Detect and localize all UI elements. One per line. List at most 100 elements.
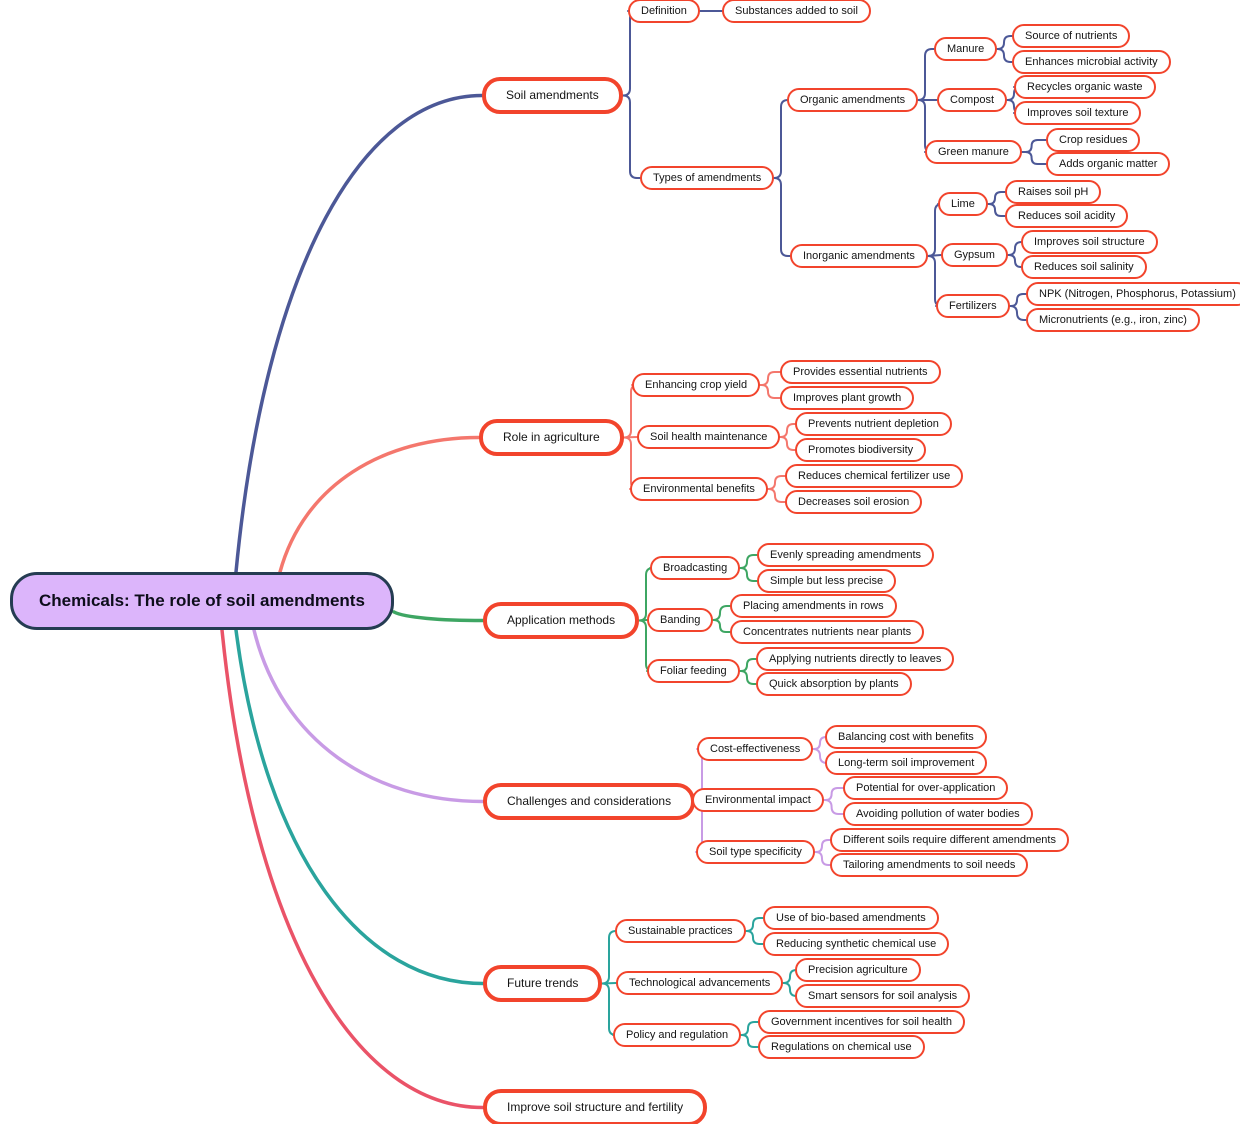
edge-future-trends-sustainable-practices [601, 930, 617, 985]
node-central-topic[interactable]: Chemicals: The role of soil amendments [10, 572, 394, 630]
node-evenly-spreading-amendments[interactable]: Evenly spreading amendments [757, 543, 935, 567]
node-foliar-feeding[interactable]: Foliar feeding [647, 659, 740, 683]
node-tailoring-amendments-to-soil-needs[interactable]: Tailoring amendments to soil needs [830, 853, 1029, 877]
node-application-methods[interactable]: Application methods [483, 602, 640, 639]
edge-soil-amendments-reduces-soil-acidity [987, 203, 1006, 217]
node-smart-sensors-for-soil-analysis[interactable]: Smart sensors for soil analysis [795, 984, 971, 1008]
node-prevents-nutrient-depletion[interactable]: Prevents nutrient depletion [795, 412, 952, 436]
node-simple-but-less-precise[interactable]: Simple but less precise [757, 569, 897, 593]
edge-soil-amendments-source-of-nutrients [996, 35, 1013, 50]
node-promotes-biodiversity[interactable]: Promotes biodiversity [795, 438, 927, 462]
node-green-manure[interactable]: Green manure [925, 140, 1022, 164]
node-technological-advancements[interactable]: Technological advancements [616, 971, 784, 995]
node-regulations-on-chemical-use[interactable]: Regulations on chemical use [758, 1035, 925, 1059]
edge-soil-amendments-improves-soil-structure [1007, 241, 1022, 256]
node-government-incentives-for-soil-health[interactable]: Government incentives for soil health [758, 1010, 965, 1034]
node-long-term-soil-improvement[interactable]: Long-term soil improvement [825, 751, 988, 775]
node-broadcasting[interactable]: Broadcasting [650, 556, 741, 580]
node-different-soils-require-different-amendments[interactable]: Different soils require different amendm… [830, 828, 1069, 852]
edge-future-trends-reducing-synthetic-chemical-use [745, 930, 764, 945]
edge-role-in-agriculture-provides-essential-nutrients [759, 371, 781, 386]
node-definition[interactable]: Definition [628, 0, 700, 23]
node-source-of-nutrients[interactable]: Source of nutrients [1012, 24, 1131, 48]
node-banding[interactable]: Banding [647, 608, 714, 632]
node-quick-absorption-by-plants[interactable]: Quick absorption by plants [756, 672, 912, 696]
node-enhances-microbial-activity[interactable]: Enhances microbial activity [1012, 50, 1171, 74]
edge-application-methods-banding [638, 619, 648, 622]
node-adds-organic-matter[interactable]: Adds organic matter [1046, 152, 1171, 176]
edge-future-trends-policy-and-regulation [601, 982, 617, 1036]
edge-soil-amendments-definition [622, 10, 638, 97]
node-environmental-benefits[interactable]: Environmental benefits [630, 477, 768, 501]
node-placing-amendments-in-rows[interactable]: Placing amendments in rows [730, 594, 897, 618]
edge-challenges-and-considerations-tailoring-amendments-to-soil-needs [814, 851, 831, 866]
node-use-of-bio-based-amendments[interactable]: Use of bio-based amendments [763, 906, 939, 930]
node-lime[interactable]: Lime [938, 192, 988, 216]
edge-main-future-trends [234, 628, 485, 986]
node-raises-soil-ph[interactable]: Raises soil pH [1005, 180, 1102, 204]
node-enhancing-crop-yield[interactable]: Enhancing crop yield [632, 373, 761, 397]
node-organic-amendments[interactable]: Organic amendments [787, 88, 919, 112]
node-reduces-soil-salinity[interactable]: Reduces soil salinity [1021, 255, 1147, 279]
node-types-of-amendments[interactable]: Types of amendments [640, 166, 775, 190]
edge-role-in-agriculture-improves-plant-growth [759, 384, 781, 399]
edge-challenges-and-considerations-avoiding-pollution-of-water-bodies [823, 799, 844, 815]
edge-soil-amendments-manure [917, 48, 935, 101]
node-soil-type-specificity[interactable]: Soil type specificity [696, 840, 815, 864]
edge-soil-amendments-crop-residues [1021, 139, 1047, 153]
edge-future-trends-government-incentives-for-soil-health [740, 1021, 759, 1036]
node-challenges-and-considerations[interactable]: Challenges and considerations [483, 783, 696, 820]
node-role-in-agriculture[interactable]: Role in agriculture [479, 419, 624, 456]
edge-application-methods-simple-but-less-precise [739, 567, 758, 582]
node-fertilizers[interactable]: Fertilizers [936, 294, 1010, 318]
edge-main-soil-amendments [234, 93, 484, 574]
edge-role-in-agriculture-soil-health-maintenance [623, 436, 638, 439]
node-inorganic-amendments[interactable]: Inorganic amendments [790, 244, 928, 268]
node-compost[interactable]: Compost [937, 88, 1008, 112]
node-soil-amendments[interactable]: Soil amendments [482, 77, 623, 114]
node-npk-nitrogen-phosphorus-potassium[interactable]: NPK (Nitrogen, Phosphorus, Potassium) [1026, 282, 1240, 306]
node-improves-soil-texture[interactable]: Improves soil texture [1014, 101, 1142, 125]
node-concentrates-nutrients-near-plants[interactable]: Concentrates nutrients near plants [730, 620, 925, 644]
node-crop-residues[interactable]: Crop residues [1046, 128, 1141, 152]
node-provides-essential-nutrients[interactable]: Provides essential nutrients [780, 360, 941, 384]
node-potential-for-over-application[interactable]: Potential for over-application [843, 776, 1009, 800]
node-gypsum[interactable]: Gypsum [941, 243, 1008, 267]
edge-main-application-methods [392, 610, 485, 623]
node-improves-soil-structure[interactable]: Improves soil structure [1021, 230, 1158, 254]
edge-application-methods-quick-absorption-by-plants [739, 670, 757, 685]
node-avoiding-pollution-of-water-bodies[interactable]: Avoiding pollution of water bodies [843, 802, 1033, 826]
node-improves-plant-growth[interactable]: Improves plant growth [780, 386, 915, 410]
node-reduces-chemical-fertilizer-use[interactable]: Reduces chemical fertilizer use [785, 464, 964, 488]
node-precision-agriculture[interactable]: Precision agriculture [795, 958, 921, 982]
edge-main-challenges-and-considerations [252, 628, 485, 804]
node-recycles-organic-waste[interactable]: Recycles organic waste [1014, 75, 1156, 99]
edge-soil-amendments-adds-organic-matter [1021, 151, 1047, 165]
node-micronutrients-e-g-iron-zinc[interactable]: Micronutrients (e.g., iron, zinc) [1026, 308, 1200, 332]
node-balancing-cost-with-benefits[interactable]: Balancing cost with benefits [825, 725, 987, 749]
edge-soil-amendments-types-of-amendments [622, 94, 641, 179]
node-reducing-synthetic-chemical-use[interactable]: Reducing synthetic chemical use [763, 932, 950, 956]
node-applying-nutrients-directly-to-leaves[interactable]: Applying nutrients directly to leaves [756, 647, 955, 671]
node-future-trends[interactable]: Future trends [483, 965, 603, 1002]
node-reduces-soil-acidity[interactable]: Reduces soil acidity [1005, 204, 1129, 228]
node-decreases-soil-erosion[interactable]: Decreases soil erosion [785, 490, 923, 514]
edge-soil-amendments-npk-nitrogen-phosphorus-potassium [1009, 293, 1027, 307]
edge-main-role-in-agriculture [278, 435, 481, 574]
node-sustainable-practices[interactable]: Sustainable practices [615, 919, 746, 943]
node-manure[interactable]: Manure [934, 37, 998, 61]
edge-soil-amendments-raises-soil-ph [987, 191, 1006, 205]
edge-application-methods-placing-amendments-in-rows [712, 605, 731, 621]
edge-role-in-agriculture-prevents-nutrient-depletion [779, 423, 796, 438]
node-policy-and-regulation[interactable]: Policy and regulation [613, 1023, 742, 1047]
node-environmental-impact[interactable]: Environmental impact [692, 788, 824, 812]
edge-challenges-and-considerations-different-soils-require-different-amendments [814, 839, 831, 853]
node-substances-added-to-soil[interactable]: Substances added to soil [722, 0, 871, 23]
node-soil-health-maintenance[interactable]: Soil health maintenance [637, 425, 781, 449]
edge-soil-amendments-enhances-microbial-activity [996, 48, 1013, 63]
node-cost-effectiveness[interactable]: Cost-effectiveness [697, 737, 814, 761]
edge-soil-amendments-reduces-soil-salinity [1007, 254, 1022, 268]
edge-soil-amendments-inorganic-amendments [773, 177, 791, 257]
node-improve-soil-structure-and-fertility[interactable]: Improve soil structure and fertility [483, 1089, 708, 1124]
